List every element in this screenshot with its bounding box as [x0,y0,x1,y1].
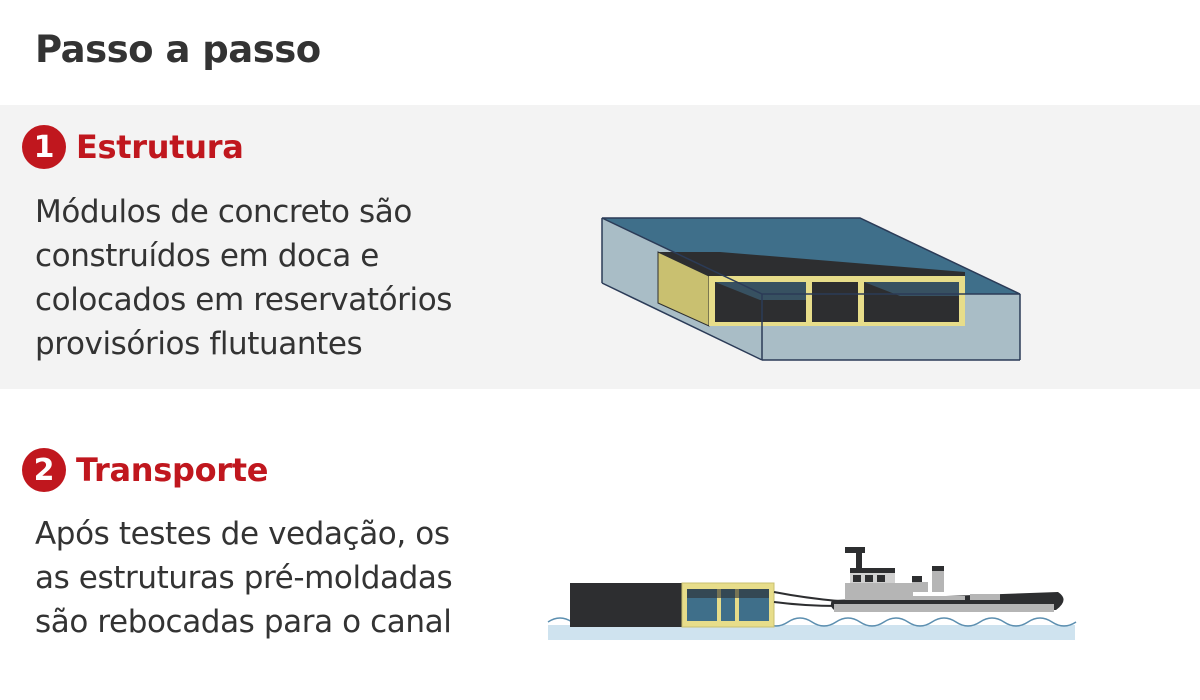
step-1-line: Módulos de concreto são [35,194,412,230]
tugboat-towing-illustration [547,547,1077,640]
floating-reservoir-illustration [601,217,1021,361]
step-2-header: 2 Transporte [22,448,269,492]
step-1-number-badge: 1 [22,125,66,169]
step-2-line: são rebocadas para o canal [35,604,452,640]
water-surface [548,625,1075,640]
step-1-header: 1 Estrutura [22,125,244,169]
concrete-module [657,251,965,327]
tugboat [830,547,1064,612]
step-2-line: as estruturas pré-moldadas [35,560,453,596]
step-1-line: colocados em reservatórios [35,282,453,318]
step-2-number-badge: 2 [22,448,66,492]
step-2-description: Após testes de vedação, os as estruturas… [35,512,453,644]
step-1-title: Estrutura [76,128,244,166]
step-2-line: Após testes de vedação, os [35,516,450,552]
page-title: Passo a passo [35,28,321,71]
module-block-open [681,582,775,628]
step-1-line: construídos em doca e [35,238,379,274]
module-block-dark [570,583,682,627]
tow-cables [773,591,839,607]
step-1-line: provisórios flutuantes [35,326,363,362]
step-1-description: Módulos de concreto são construídos em d… [35,190,452,366]
step-2-title: Transporte [76,451,269,489]
